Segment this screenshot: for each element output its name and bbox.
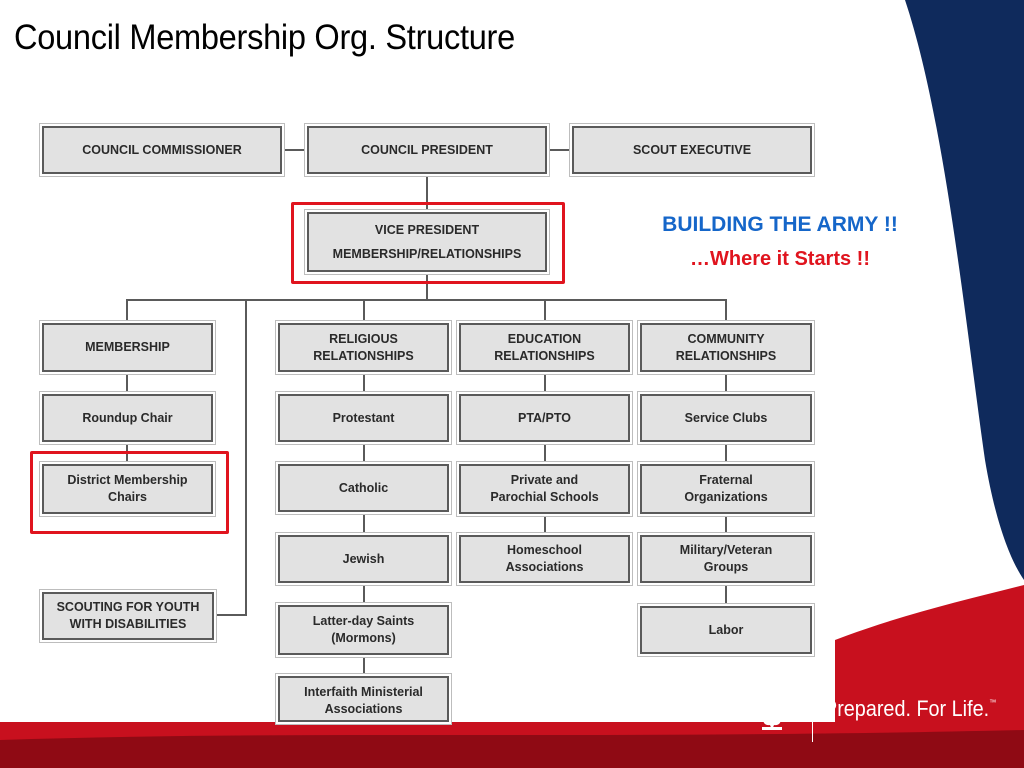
callout: BUILDING THE ARMY !! …Where it Starts !! [610,208,950,276]
connector-drop-education [544,299,546,323]
connector-top-right [547,149,572,151]
jewish-label: Jewish [342,551,385,566]
district-chairs-label-line1: District Membership [67,473,188,487]
religious-head-line1: RELIGIOUS [329,331,398,346]
district-membership-chairs-box: District Membership Chairs [42,464,213,514]
connector-drop-membership [126,299,128,323]
community-relationships-box: COMMUNITY RELATIONSHIPS [640,323,812,372]
fraternal-line1: Fraternal [699,473,753,487]
homeschool-box: Homeschool Associations [459,535,630,583]
connector-vp-down [426,272,428,300]
council-commissioner-label: COUNCIL COMMISSIONER [82,142,242,157]
trademark-symbol: ™ [989,698,997,707]
connector-drop-community [725,299,727,323]
vp-area-label: MEMBERSHIP/RELATIONSHIPS [332,247,522,261]
council-president-label: COUNCIL PRESIDENT [361,142,493,157]
connector-top-left [282,149,307,151]
pta-pto-box: PTA/PTO [459,394,630,442]
community-head-line1: COMMUNITY [687,331,765,346]
interfaith-label-line2: Associations [324,702,403,716]
connector-drop-religious [363,299,365,323]
interfaith-ministerial-box: Interfaith Ministerial Associations [278,676,449,722]
interfaith-label-line1: Interfaith Ministerial [304,685,423,699]
connector-disabilities-horizontal [214,614,247,616]
connector-disabilities-vertical [245,299,247,616]
disabilities-label-line2: WITH DISABILITIES [69,617,187,631]
labor-box: Labor [640,606,812,654]
navy-swoosh [905,0,1024,580]
vp-title-label: VICE PRESIDENT [374,223,480,237]
fraternal-line2: Organizations [684,490,768,504]
latter-day-saints-box: Latter-day Saints (Mormons) [278,605,449,655]
catholic-box: Catholic [278,464,449,512]
roundup-chair-label: Roundup Chair [82,410,173,425]
fraternal-organizations-box: Fraternal Organizations [640,464,812,514]
protestant-box: Protestant [278,394,449,442]
protestant-label: Protestant [332,410,395,425]
community-head-line2: RELATIONSHIPS [675,348,777,363]
religious-head-line2: RELATIONSHIPS [313,348,414,363]
roundup-chair-box: Roundup Chair [42,394,213,442]
district-chairs-label-line2: Chairs [108,490,147,504]
disabilities-box: SCOUTING FOR YOUTH WITH DISABILITIES [42,592,214,640]
service-clubs-label: Service Clubs [684,410,768,425]
education-head-line1: EDUCATION [507,331,582,346]
private-parochial-line1: Private and [510,473,579,487]
military-line2: Groups [703,560,749,574]
catholic-label: Catholic [338,480,389,495]
private-parochial-line2: Parochial Schools [490,490,599,504]
vice-president-box: VICE PRESIDENT MEMBERSHIP/RELATIONSHIPS [307,212,547,272]
lds-label-line1: Latter-day Saints [312,614,415,628]
connector-president-vp [426,174,428,212]
slide-title: Council Membership Org. Structure [14,18,515,57]
private-parochial-box: Private and Parochial Schools [459,464,630,514]
connector-religious-col [363,372,365,676]
connector-horizontal-bus [126,299,727,301]
labor-label: Labor [708,622,744,637]
council-president-box: COUNCIL PRESIDENT [307,126,547,174]
district-chairs-highlight-frame [30,451,229,534]
membership-head-label: MEMBERSHIP [85,340,170,354]
disabilities-label-line1: SCOUTING FOR YOUTH [56,600,200,614]
service-clubs-box: Service Clubs [640,394,812,442]
education-head-line2: RELATIONSHIPS [494,348,595,363]
vp-highlight-frame [291,202,565,284]
dark-red-band [0,730,1024,768]
scout-executive-label: SCOUT EXECUTIVE [632,142,752,157]
callout-headline: BUILDING THE ARMY !! [662,213,898,236]
brand-tagline: Prepared. For Life.™ [824,696,996,722]
lds-label-line2: (Mormons) [331,631,396,645]
pta-pto-label: PTA/PTO [517,410,571,425]
tagline-text: Prepared. For Life. [824,696,990,721]
connector-education-col [544,372,546,536]
homeschool-line1: Homeschool [506,543,582,557]
membership-head-box: MEMBERSHIP [42,323,213,372]
education-relationships-box: EDUCATION RELATIONSHIPS [459,323,630,372]
council-commissioner-box: COUNCIL COMMISSIONER [42,126,282,174]
scout-executive-box: SCOUT EXECUTIVE [572,126,812,174]
callout-subline: …Where it Starts !! [689,248,871,270]
military-veteran-box: Military/Veteran Groups [640,535,812,583]
footer-divider [812,696,813,742]
homeschool-line2: Associations [505,560,584,574]
religious-relationships-box: RELIGIOUS RELATIONSHIPS [278,323,449,372]
military-line1: Military/Veteran [679,543,773,557]
jewish-box: Jewish [278,535,449,583]
